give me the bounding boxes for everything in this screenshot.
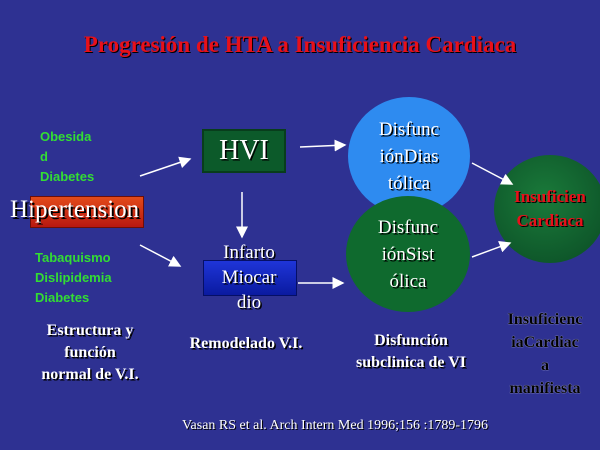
disfuncion-sistolica-circle: Disfunc iónSist ólica [346,196,470,312]
estructura-caption: Estructura y función normal de V.I. [20,320,160,386]
estructura-line: función [64,344,116,361]
estructura-line: Estructura y [46,322,134,339]
citation: Vasan RS et al. Arch Intern Med 1996;156… [182,418,489,433]
risk-top-item: Obesida [40,129,92,144]
subclinica-line: Disfunción [374,332,448,349]
remodelado-caption: Remodelado V.I. [189,335,303,352]
risk-factors-bottom: Tabaquismo Dislipidemia Diabetes [35,248,112,308]
arrow-sistolica-to-ic [471,240,512,258]
hipertension-label: Hipertension [10,196,140,223]
disfuncion-diastolica-circle: Disfunc iónDias tólica [348,97,470,215]
diastolica-line: tólica [387,172,431,194]
infarto-box [203,260,297,296]
sistolica-line: ólica [389,270,427,292]
subclinica-caption: Disfunción subclinica de VI [336,330,486,374]
infarto-label: Infarto Miocar dio [198,240,300,315]
arrow-obesidad-to-hvi [139,156,192,177]
hvi-box: HVI [202,129,286,173]
diastolica-line: iónDias [379,145,439,167]
ic-manifiesta-line: Insuficienc [507,311,583,328]
hvi-label: HVI [219,135,269,166]
risk-top-item: d [40,149,48,164]
risk-bottom-item: Diabetes [35,290,90,305]
risk-top-item: Diabetes [40,169,95,184]
slide-title: Progresión de HTA a Insuficiencia Cardia… [83,32,517,57]
ic-circle-line: Insuficien [514,187,586,206]
risk-bottom-item: Tabaquismo [35,250,111,265]
infarto-line: Miocar [221,267,277,288]
infarto-line: dio [236,292,262,313]
hipertension-box [30,196,144,228]
arrow-diastolica-to-ic [471,162,514,185]
risk-bottom-item: Dislipidemia [35,270,112,285]
ic-manifiesta-caption: Insuficienc iaCardiac a manifiesta [490,308,600,400]
insuficiencia-cardiaca-circle: Insuficien Cardiaca [494,155,600,263]
diastolica-line: Disfunc [378,118,440,140]
estructura-line: normal de V.I. [41,366,139,383]
ic-manifiesta-line: manifiesta [509,380,581,397]
sistolica-line: iónSist [381,243,435,265]
subclinica-line: subclinica de VI [356,354,466,371]
arrow-tabaquismo-to-infarto [139,244,182,267]
infarto-line: Infarto [223,242,275,263]
ic-circle-line: Cardiaca [516,211,584,230]
sistolica-line: Disfunc [377,216,439,238]
ic-manifiesta-line: iaCardiac [511,334,579,351]
ic-manifiesta-line: a [541,357,549,374]
risk-factors-top: Obesida d Diabetes [40,127,94,187]
arrow-hvi-to-diastolica [299,139,347,152]
